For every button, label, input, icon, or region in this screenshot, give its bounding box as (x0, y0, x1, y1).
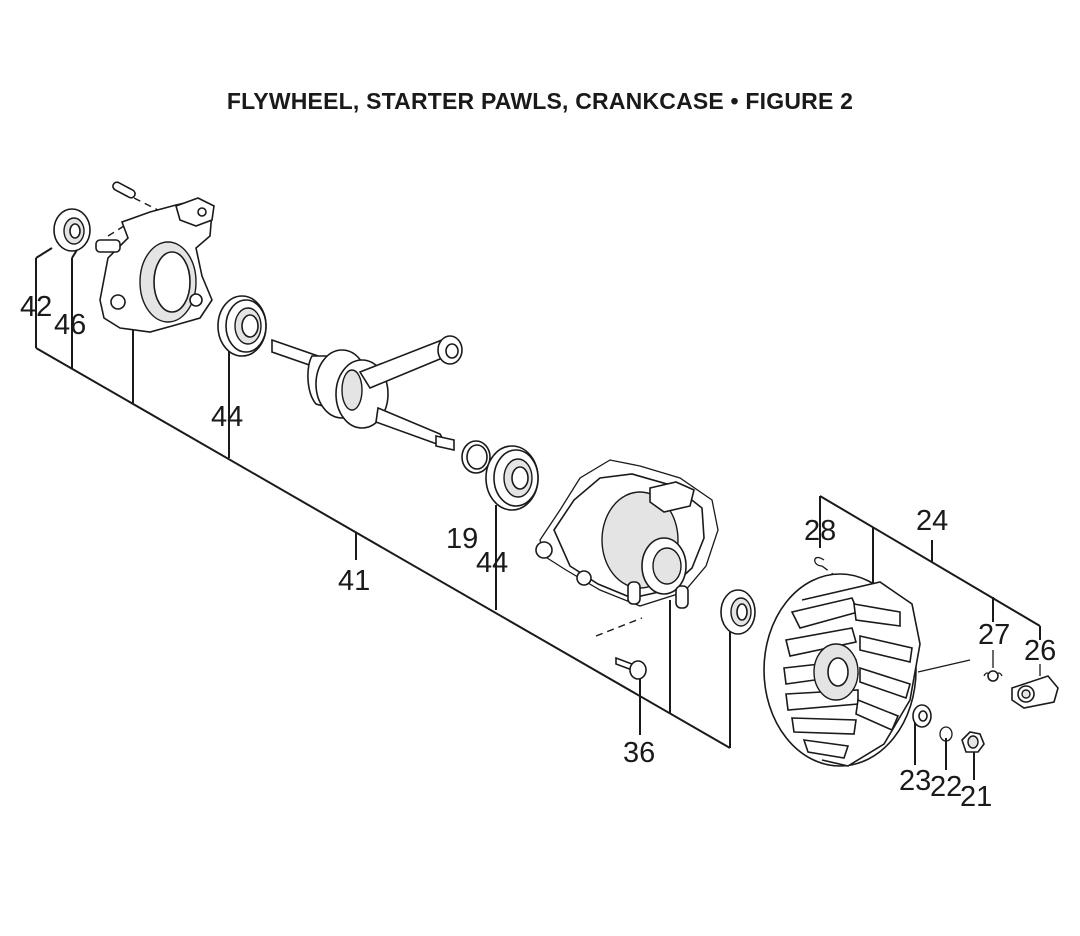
crankcase-right-icon (535, 459, 719, 609)
callout-27: 27 (978, 619, 1010, 651)
dowel-pin-icon (112, 181, 171, 217)
callout-22: 22 (930, 771, 962, 803)
bearing-42-icon (53, 208, 91, 252)
callout-41: 41 (338, 565, 370, 597)
starter-pawl-26-icon (1011, 675, 1059, 709)
callout-labels: 42 46 44 41 19 44 36 28 24 27 26 23 22 2… (20, 291, 1056, 813)
retaining-ring-19-icon (461, 440, 491, 474)
callout-21: 21 (960, 781, 992, 813)
callout-24: 24 (916, 505, 948, 537)
nut-21-icon (961, 731, 985, 753)
callout-44-left: 44 (211, 401, 243, 433)
leader-group-24 (639, 495, 1041, 780)
callout-42: 42 (20, 291, 52, 323)
callout-23: 23 (899, 765, 931, 797)
crankshaft-icon (271, 335, 463, 451)
crankcase-left-icon (95, 197, 215, 333)
callout-26: 26 (1024, 635, 1056, 667)
oil-seal-icon (720, 589, 756, 635)
callout-19: 19 (446, 523, 478, 555)
spring-27-icon (983, 670, 1003, 682)
callout-44-right: 44 (476, 547, 508, 579)
ball-bearing-44-right-icon (485, 445, 539, 511)
callout-28: 28 (804, 515, 836, 547)
callout-46: 46 (54, 309, 86, 341)
figure-title: FLYWHEEL, STARTER PAWLS, CRANKCASE • FIG… (226, 88, 854, 114)
washer-23-icon (912, 704, 932, 728)
lock-washer-22-icon (939, 726, 953, 742)
screw-36-icon (595, 617, 647, 680)
callout-36: 36 (623, 737, 655, 769)
flywheel-24-icon (763, 573, 971, 767)
ball-bearing-44-left-icon (217, 295, 267, 357)
